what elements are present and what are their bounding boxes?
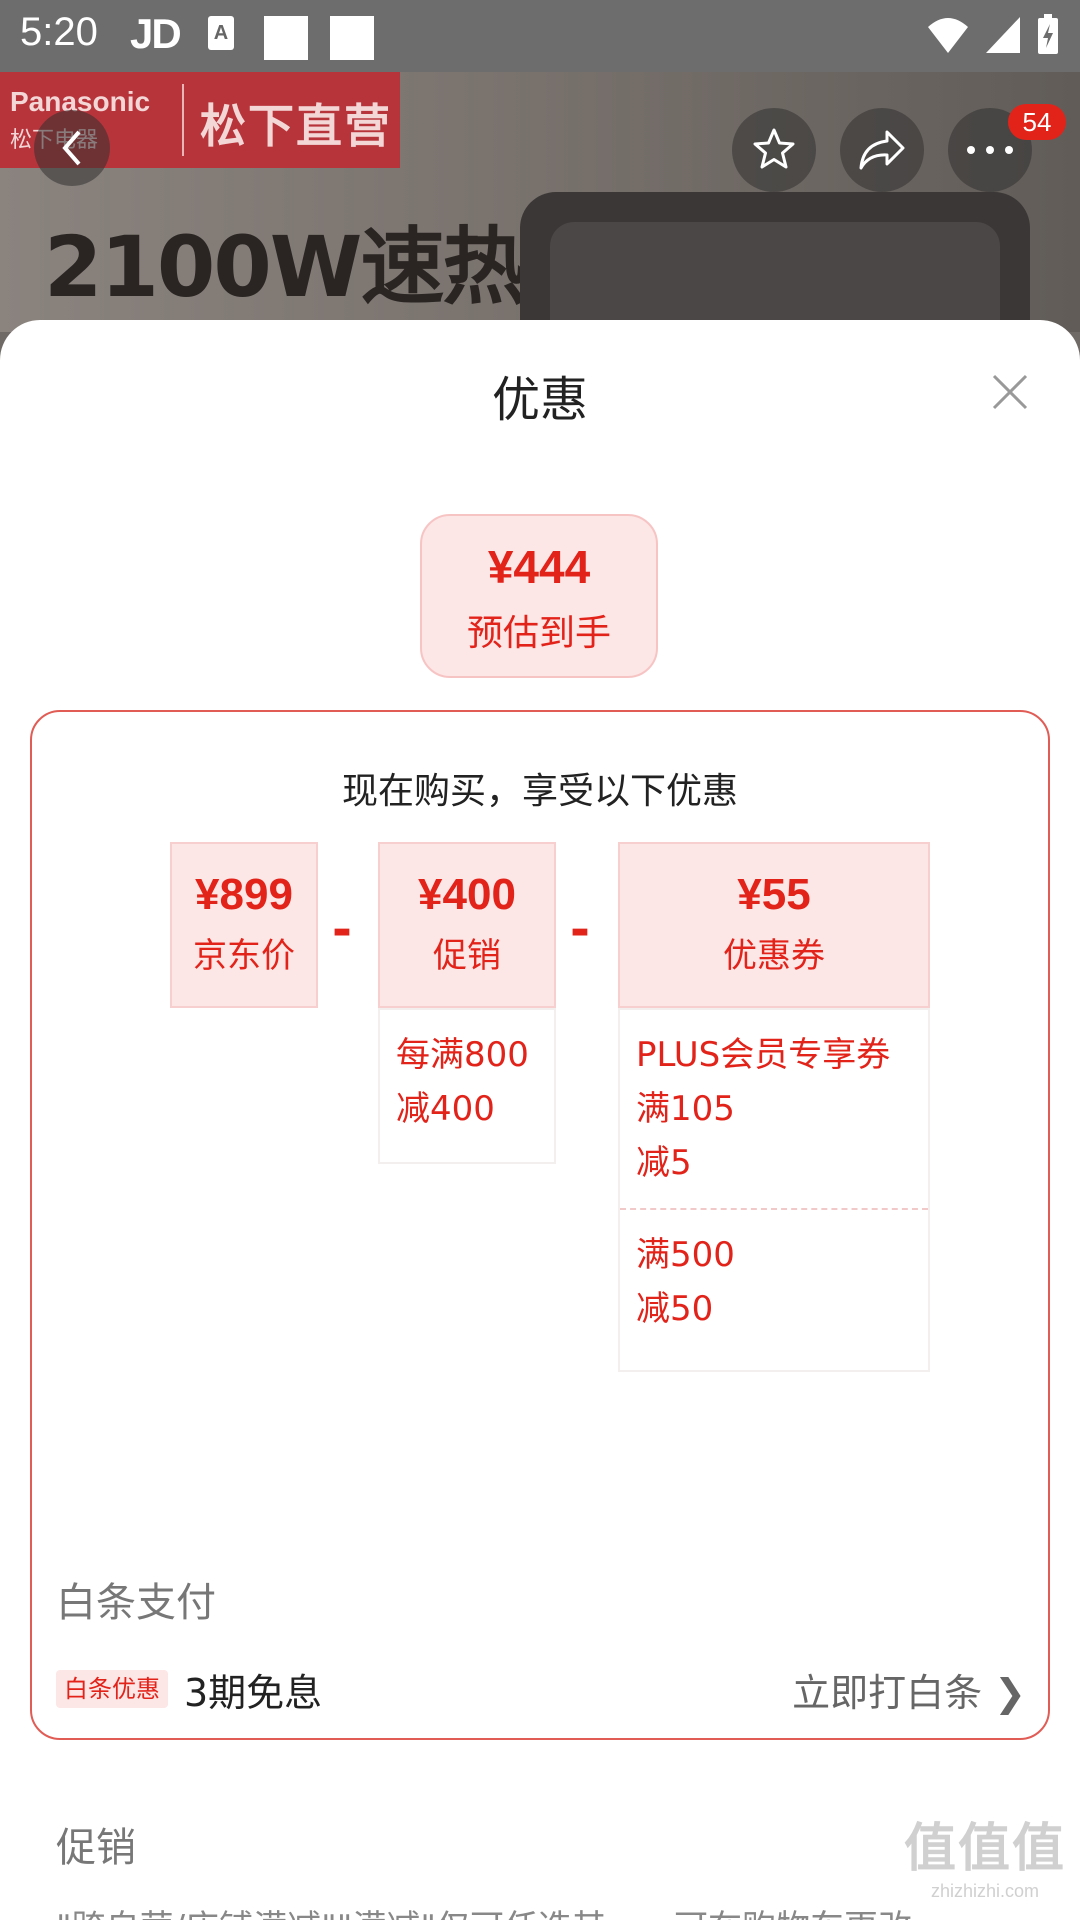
estimated-label: 预估到手	[466, 613, 611, 654]
back-button[interactable]	[34, 110, 110, 186]
breakdown-heading: 现在购买，享受以下优惠	[341, 771, 738, 812]
baitiao-action-link[interactable]: 立即打白条 ❯	[792, 1671, 1026, 1715]
promotion-detail-line: 减400	[396, 1089, 495, 1129]
baitiao-section-title: 白条支付	[56, 1580, 216, 1626]
promotion-section-title: 促销	[56, 1825, 136, 1871]
cart-badge: 54	[1008, 104, 1066, 140]
promotion-card: ¥400 促销	[378, 842, 556, 1008]
more-icon	[967, 146, 1013, 154]
jd-price-label: 京东价	[193, 936, 295, 976]
watermark-logo: 值值值	[903, 1819, 1066, 1879]
coupon-detail-line: 满105	[636, 1089, 735, 1129]
coupon-item: PLUS会员专享券 满105 减5	[620, 1010, 928, 1208]
promotion-detail-line: 每满800	[396, 1035, 529, 1075]
notification-a-icon: A	[208, 16, 234, 50]
notification-square-icon	[330, 16, 374, 60]
minus-sign: -	[570, 902, 590, 958]
coupon-detail: PLUS会员专享券 满105 减5 满500 减50	[618, 1008, 930, 1372]
site-watermark: 值值值 zhizhizhi.com	[904, 1806, 1066, 1902]
coupon-item: 满500 减50	[620, 1208, 928, 1354]
wifi-icon	[928, 18, 968, 53]
banner-headline: 2100W速热	[44, 218, 526, 316]
coupon-detail-line: 减50	[636, 1289, 714, 1329]
promotion-amount: ¥400	[418, 870, 516, 919]
promotion-detail: 每满800 减400	[378, 1008, 556, 1164]
close-button[interactable]	[988, 370, 1032, 414]
product-banner: Panasonic 松下电器 松下直营 2100W速热	[0, 72, 1080, 332]
close-icon	[992, 374, 1028, 410]
watermark-domain: zhizhizhi.com	[930, 1881, 1040, 1901]
discount-breakdown: 现在购买，享受以下优惠 ¥899 京东价 - ¥400 促销 - ¥55 优惠券…	[30, 710, 1050, 1740]
coupon-detail-line: 满500	[636, 1235, 735, 1275]
share-icon	[859, 130, 905, 170]
baitiao-tag: 白条优惠	[56, 1670, 168, 1708]
status-time: 5:20	[20, 10, 98, 54]
jd-price-amount: ¥899	[195, 870, 293, 919]
share-button[interactable]	[840, 108, 924, 192]
favorite-button[interactable]	[732, 108, 816, 192]
coupon-amount: ¥55	[737, 870, 811, 919]
promotion-label: 促销	[433, 936, 501, 976]
brand-divider	[182, 84, 184, 156]
back-icon	[62, 130, 81, 166]
notification-square-icon	[264, 16, 308, 60]
jd-price-card: ¥899 京东价	[170, 842, 318, 1008]
minus-sign: -	[332, 902, 352, 958]
star-icon	[753, 128, 795, 169]
coupon-card: ¥55 优惠券	[618, 842, 930, 1008]
coupon-detail-line: PLUS会员专享券	[636, 1035, 891, 1075]
store-label: 松下直营	[200, 99, 392, 153]
estimated-price: ¥444 预估到手	[420, 514, 658, 678]
discount-sheet: 优惠 ¥444 预估到手 现在购买，享受以下优惠 ¥899 京东价 - ¥400…	[0, 320, 1080, 1920]
estimated-amount: ¥444	[487, 541, 591, 593]
coupon-label: 优惠券	[723, 936, 825, 976]
coupon-detail-line: 减5	[636, 1143, 692, 1183]
baitiao-offer: 3期免息	[184, 1671, 323, 1715]
status-bar: 5:20 JD A	[0, 0, 1080, 72]
signal-icon	[986, 17, 1020, 53]
baitiao-row[interactable]: 白条优惠 3期免息 立即打白条 ❯	[56, 1660, 1026, 1720]
promotion-note: "跨自营/店铺满减""满减"仅可任选其一，可在购物车更改	[56, 1900, 912, 1920]
status-app-label: JD	[130, 10, 182, 57]
product-image	[520, 192, 1030, 332]
battery-icon	[1038, 14, 1058, 54]
sheet-title: 优惠	[491, 372, 588, 428]
